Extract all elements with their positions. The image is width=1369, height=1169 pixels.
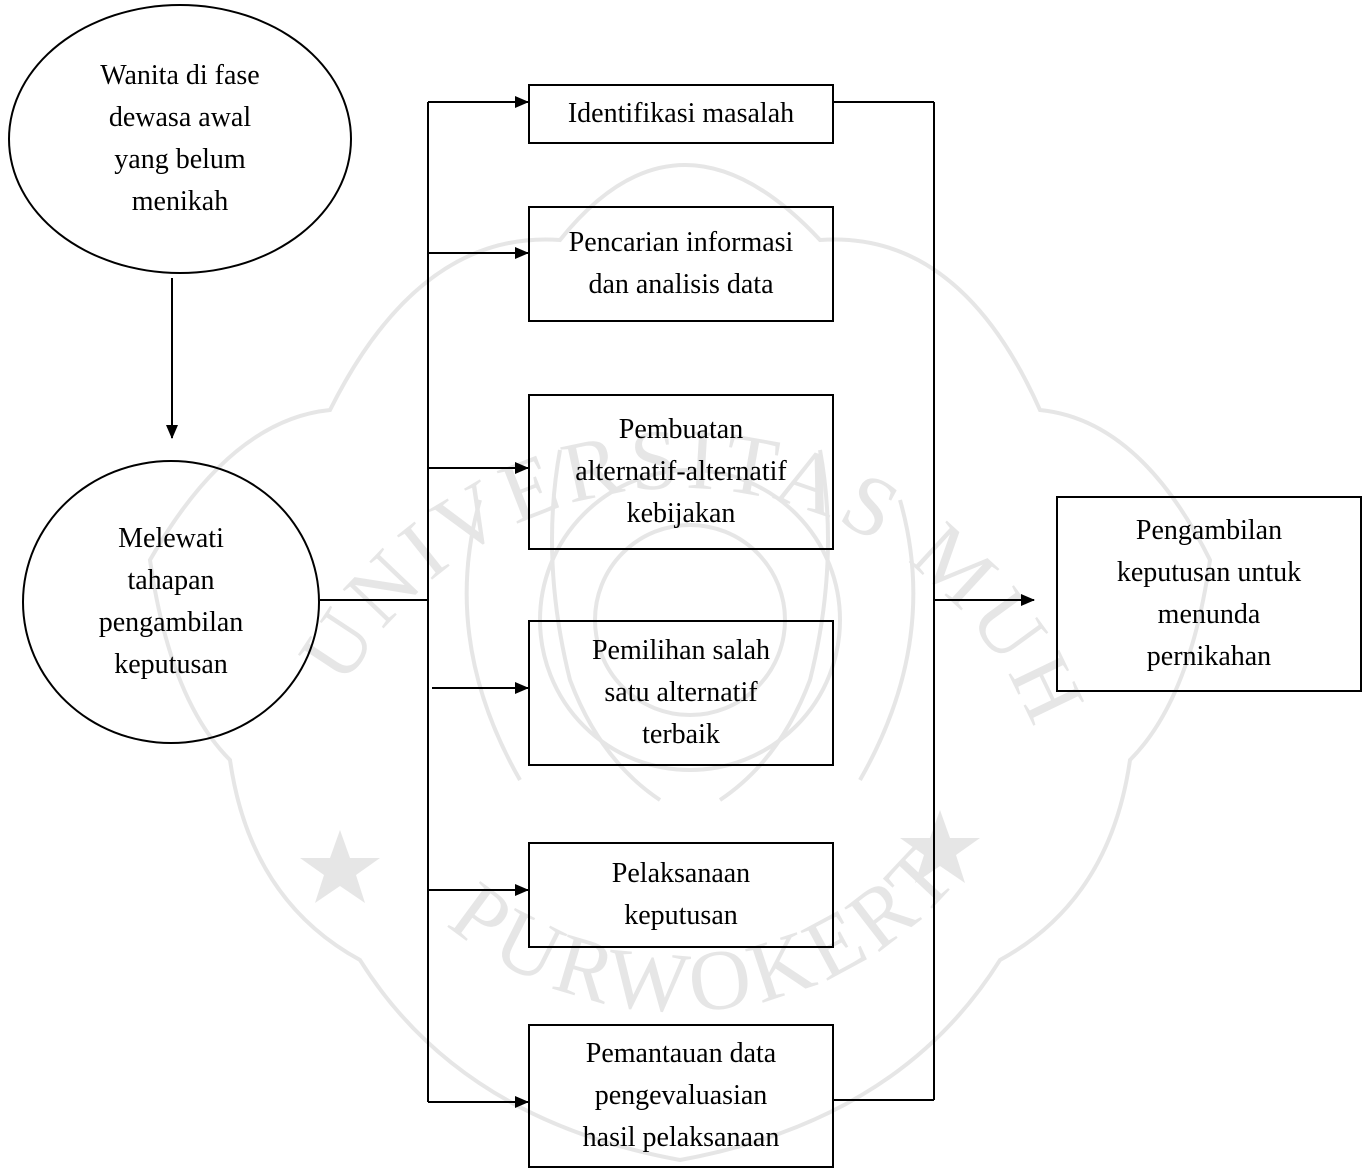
step-1-label: Identifikasi masalah <box>567 98 795 129</box>
step-6-label: Pemantauan data pengevaluasian hasil pel… <box>582 1038 780 1153</box>
step-box-pemilihan-alternatif: Pemilihan salah satu alternatif terbaik <box>528 620 834 766</box>
step-box-pencarian-informasi: Pencarian informasi dan analisis data <box>528 206 834 322</box>
result-node-label: Pengambilan keputusan untuk menunda pern… <box>1116 515 1302 672</box>
process-node-ellipse: Melewati tahapan pengambilan keputusan <box>22 460 320 744</box>
step-5-label: Pelaksanaan keputusan <box>611 858 751 931</box>
process-node-label: Melewati tahapan pengambilan keputusan <box>98 523 244 680</box>
step-4-label: Pemilihan salah satu alternatif terbaik <box>591 635 771 750</box>
start-node-label: Wanita di fase dewasa awal yang belum me… <box>100 60 260 217</box>
step-3-label: Pembuatan alternatif-alternatif kebijaka… <box>575 414 787 529</box>
step-box-identifikasi: Identifikasi masalah <box>528 84 834 144</box>
start-node-ellipse: Wanita di fase dewasa awal yang belum me… <box>8 4 352 274</box>
step-box-pelaksanaan: Pelaksanaan keputusan <box>528 842 834 948</box>
step-box-pembuatan-alternatif: Pembuatan alternatif-alternatif kebijaka… <box>528 394 834 550</box>
result-node-box: Pengambilan keputusan untuk menunda pern… <box>1056 496 1362 692</box>
step-box-pemantauan: Pemantauan data pengevaluasian hasil pel… <box>528 1024 834 1168</box>
step-2-label: Pencarian informasi dan analisis data <box>568 227 794 300</box>
